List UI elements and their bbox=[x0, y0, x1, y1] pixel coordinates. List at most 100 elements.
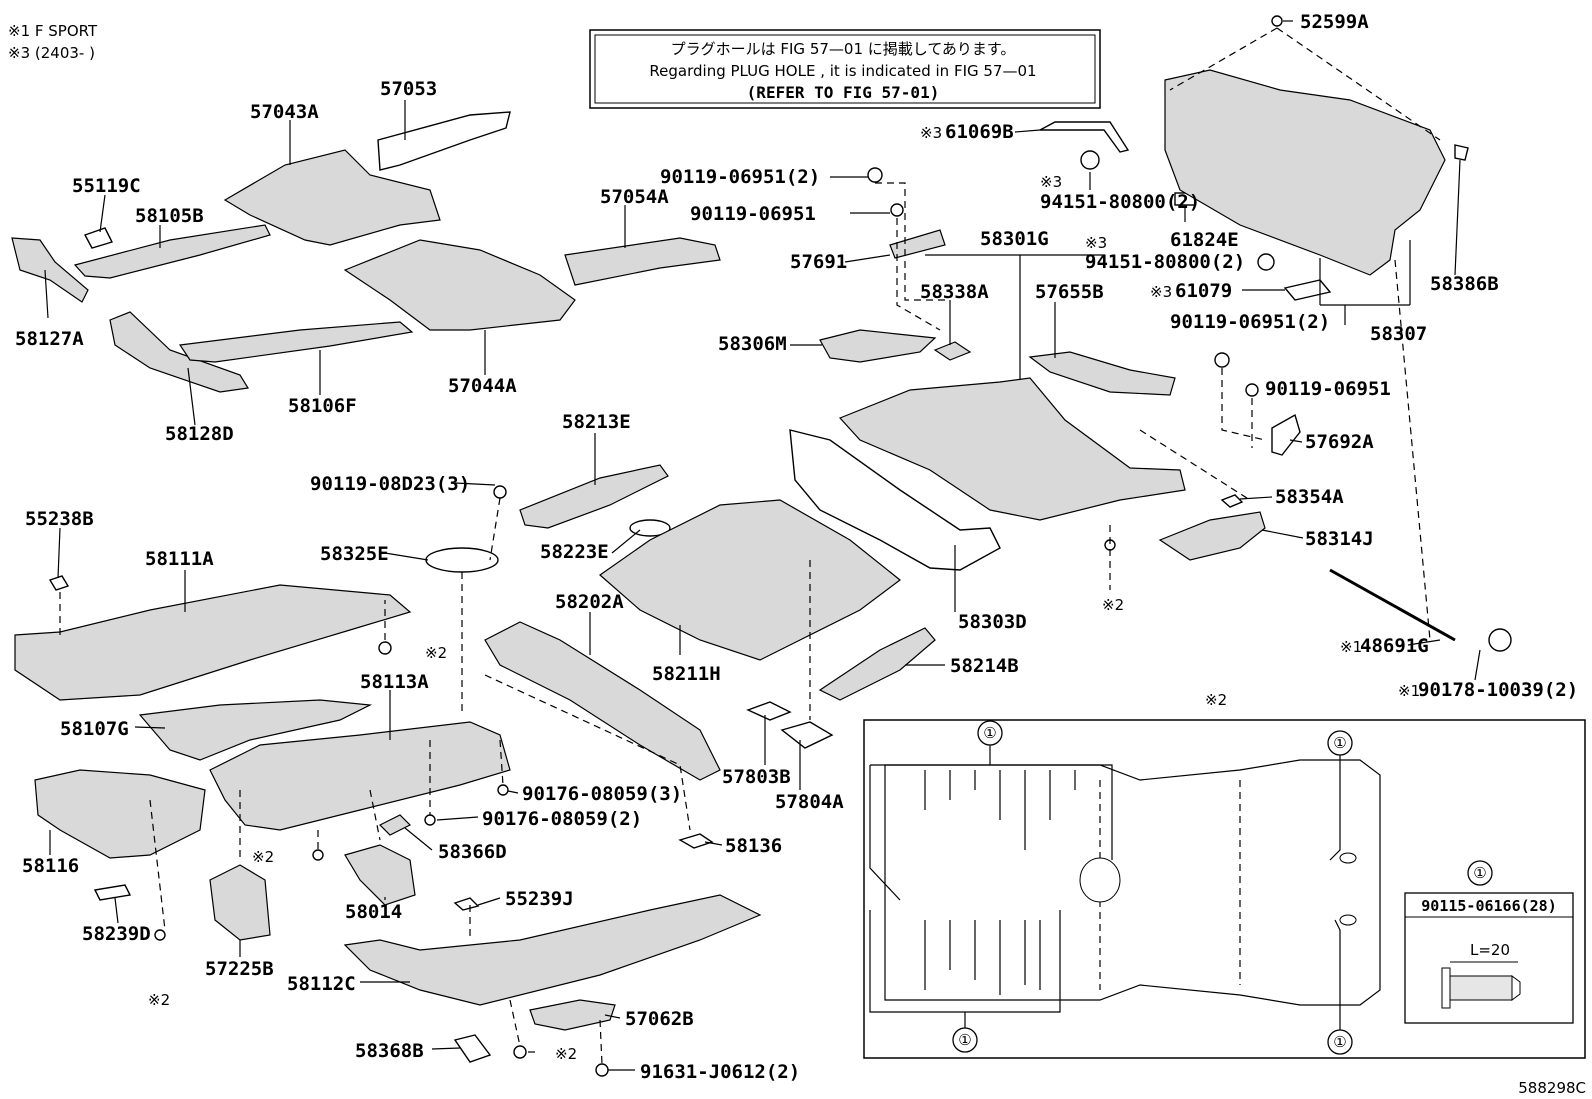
label-90178-10039: 90178-10039(2) bbox=[1418, 679, 1578, 701]
inset-ticks-bottom bbox=[924, 920, 1041, 995]
ref2-58239d: ※2 bbox=[148, 991, 170, 1009]
part-57692a-shape bbox=[1271, 413, 1301, 456]
label-90176-08059-2: 90176-08059(2) bbox=[482, 808, 642, 830]
bolt-detail-callout-text: ① bbox=[1473, 864, 1486, 882]
part-58105b-shape bbox=[73, 224, 271, 279]
label-58106f: 58106F bbox=[288, 395, 357, 417]
part-58113a-shape bbox=[209, 721, 511, 831]
part-58366d-shape bbox=[378, 814, 412, 836]
label-48691g: 48691G bbox=[1360, 635, 1429, 657]
ref3-61069b: ※3 bbox=[920, 124, 942, 142]
part-58107g-shape bbox=[138, 699, 373, 761]
label-58307: 58307 bbox=[1370, 323, 1427, 345]
ref2-58113a: ※2 bbox=[252, 848, 274, 866]
label-61079: 61079 bbox=[1175, 280, 1232, 302]
label-57655b: 57655B bbox=[1035, 281, 1104, 303]
part-57062b-shape bbox=[529, 999, 616, 1031]
ref3-94151-lower: ※3 bbox=[1085, 234, 1107, 252]
part-58014-shape bbox=[344, 844, 416, 906]
leader-lines bbox=[44, 20, 1481, 1071]
part-58136-shape bbox=[678, 833, 714, 849]
label-58366d: 58366D bbox=[438, 841, 507, 863]
label-58136: 58136 bbox=[725, 835, 782, 857]
inset-bracket-left bbox=[869, 765, 901, 901]
label-57043a: 57043A bbox=[250, 101, 319, 123]
label-55119c: 55119C bbox=[72, 175, 141, 197]
label-58112c: 58112C bbox=[287, 973, 356, 995]
bolt-detail-box bbox=[1404, 892, 1574, 1024]
bolt-90119-08d23 bbox=[493, 485, 507, 499]
label-57053: 57053 bbox=[380, 78, 437, 100]
part-58306m-shape bbox=[819, 329, 937, 363]
inset-hole-2 bbox=[1339, 914, 1357, 926]
label-90176-08059-3: 90176-08059(3) bbox=[522, 783, 682, 805]
label-58354a: 58354A bbox=[1275, 486, 1344, 508]
part-58202a-shape bbox=[484, 621, 721, 781]
label-91631-j0612: 91631-J0612(2) bbox=[640, 1061, 800, 1083]
bolt-shank bbox=[1449, 975, 1513, 1001]
label-52599a: 52599A bbox=[1300, 11, 1369, 33]
label-58116: 58116 bbox=[22, 855, 79, 877]
label-58128d: 58128D bbox=[165, 423, 234, 445]
nut-94151-lower bbox=[1257, 253, 1275, 271]
bolt-58113a-ref2 bbox=[312, 849, 324, 861]
part-48691g-cable bbox=[1329, 568, 1456, 642]
bolt-90176-08059-3 bbox=[497, 784, 509, 796]
label-58325e: 58325E bbox=[320, 543, 389, 565]
part-labels: 52599A 57053 57043A ※3 61069B 55119C 901… bbox=[15, 11, 1578, 1083]
label-58314j: 58314J bbox=[1305, 528, 1374, 550]
note-date-range: ※3 (2403- ) bbox=[8, 44, 95, 62]
label-58303d: 58303D bbox=[958, 611, 1027, 633]
label-58211h: 58211H bbox=[652, 663, 721, 685]
label-58127a: 58127A bbox=[15, 328, 84, 350]
part-57655b-shape bbox=[1028, 351, 1176, 396]
inset-callout-1-right-bottom bbox=[1327, 1029, 1353, 1055]
part-58128d-shape bbox=[109, 311, 249, 393]
part-58303d-shape bbox=[789, 429, 1001, 571]
ref2-58111a: ※2 bbox=[425, 644, 447, 662]
label-57803b: 57803B bbox=[722, 766, 791, 788]
part-61069b-shape bbox=[1039, 121, 1130, 153]
inset-callout-1-right-top-text: ① bbox=[1333, 734, 1346, 752]
part-90178-10039-grommet bbox=[1488, 628, 1512, 652]
part-58116-shape bbox=[34, 769, 206, 859]
part-58211h-shape bbox=[599, 499, 901, 661]
part-58106f-shape bbox=[178, 321, 414, 363]
bolt-tip bbox=[1511, 975, 1521, 1001]
bolt-58239d-ref2 bbox=[154, 929, 166, 941]
label-90119-06951-2b: 90119-06951(2) bbox=[1170, 311, 1330, 333]
bolt-58111a-ref2 bbox=[378, 641, 392, 655]
inset-ticks-top bbox=[924, 770, 1076, 850]
label-58239d: 58239D bbox=[82, 923, 151, 945]
inset-callout-1-top bbox=[977, 720, 1003, 746]
bolt-bottom-ref2 bbox=[513, 1045, 527, 1059]
part-57691-shape bbox=[889, 229, 946, 259]
bolt-90176-08059-2 bbox=[424, 814, 436, 826]
part-55238b-shape bbox=[48, 575, 70, 591]
part-55119c-shape bbox=[83, 227, 113, 249]
figure-code: 588298C bbox=[1518, 1079, 1586, 1097]
inset-title: ※2 bbox=[1205, 691, 1227, 709]
part-57804a-shape bbox=[780, 721, 834, 749]
ref2-58301g: ※2 bbox=[1102, 596, 1124, 614]
label-90119-08d23: 90119-08D23(3) bbox=[310, 473, 470, 495]
bolt-90119-d bbox=[1245, 383, 1259, 397]
part-58386b-shape bbox=[1454, 144, 1469, 161]
label-58386b: 58386B bbox=[1430, 273, 1499, 295]
label-58368b: 58368B bbox=[355, 1040, 424, 1062]
bolt-detail-length: L=20 bbox=[1470, 941, 1510, 959]
label-61069b: 61069B bbox=[945, 121, 1014, 143]
inset-hole-1 bbox=[1339, 852, 1357, 864]
label-94151-lower: 94151-80800(2) bbox=[1085, 251, 1245, 273]
bolt-90119-b bbox=[890, 203, 904, 217]
part-57225b-shape bbox=[209, 864, 271, 941]
note-f-sport: ※1 F SPORT bbox=[8, 22, 98, 40]
label-58105b: 58105B bbox=[135, 205, 204, 227]
part-58354a-shape bbox=[1220, 494, 1244, 508]
label-55239j: 55239J bbox=[505, 888, 574, 910]
dashed-connectors bbox=[59, 27, 1441, 1065]
label-57062b: 57062B bbox=[625, 1008, 694, 1030]
inset-callout-1-right-bottom-text: ① bbox=[1333, 1033, 1346, 1051]
inset-panel: ※2 ① ① ① ① ① 90115-06166(28) L bbox=[863, 691, 1586, 1059]
part-58325e-shape bbox=[425, 547, 499, 573]
